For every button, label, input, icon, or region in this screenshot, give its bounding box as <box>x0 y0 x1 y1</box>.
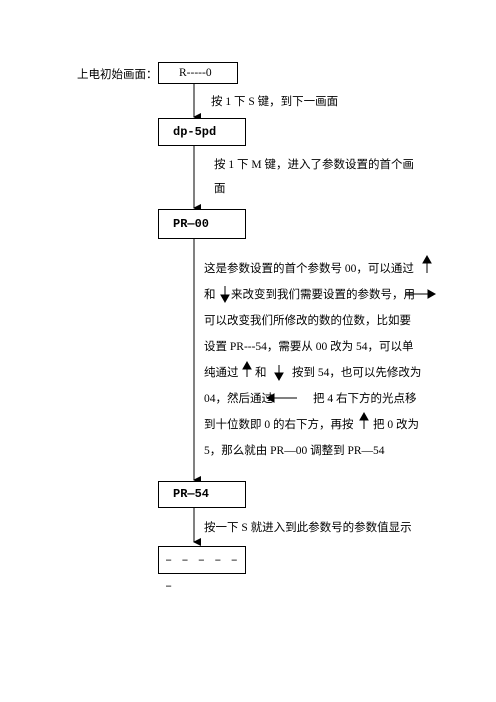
start-label: 上电初始画面： <box>77 69 158 81</box>
screen-box-pr54: PR—54 <box>158 481 246 508</box>
up-arrow-icon <box>422 254 432 273</box>
explanation-line-6a: 04，然后通过 <box>204 393 273 405</box>
explanation-line-7b: 把 0 改为 <box>373 419 419 431</box>
left-arrow-icon <box>265 393 297 403</box>
step-2-text-line2: 面 <box>214 183 226 195</box>
down-arrow-icon <box>220 286 230 304</box>
screen-box-dp: dp-5pd <box>158 118 246 146</box>
screen-box-pr00: PR—00 <box>158 209 246 239</box>
step-1-text: 按 1 下 S 键，到下一画面 <box>211 96 339 108</box>
step-3-text: 按一下 S 就进入到此参数号的参数值显示 <box>204 522 412 534</box>
screen-box-final: – – – – – – <box>158 546 246 593</box>
explanation-line-1: 这是参数设置的首个参数号 00，可以通过 <box>204 263 414 275</box>
up-arrow-icon <box>359 411 369 429</box>
up-arrow-icon <box>242 360 252 377</box>
down-arrow-icon <box>274 365 284 382</box>
right-arrow-icon <box>405 289 437 299</box>
explanation-line-4: 设置 PR---54，需要从 00 改为 54，可以单 <box>204 341 414 353</box>
step-2-text-line1: 按 1 下 M 键，进入了参数设置的首个画 <box>214 159 414 171</box>
explanation-line-5a: 纯通过 <box>204 367 239 379</box>
explanation-line-7a: 到十位数即 0 的右下方，再按 <box>204 419 354 431</box>
explanation-line-6b: 把 4 右下方的光点移 <box>313 393 417 405</box>
explanation-line-2a: 和 <box>204 289 216 301</box>
explanation-line-3: 可以改变我们所修改的数的位数，比如要 <box>204 315 411 327</box>
explanation-line-5b: 和 <box>255 367 267 379</box>
explanation-line-8: 5，那么就由 PR—00 调整到 PR—54 <box>204 445 385 457</box>
explanation-line-5c: 按到 54，也可以先修改为 <box>292 367 422 379</box>
explanation-line-2b: 来改变到我们需要设置的参数号，用 <box>231 289 415 301</box>
screen-box-initial: R-----0 <box>158 62 238 84</box>
